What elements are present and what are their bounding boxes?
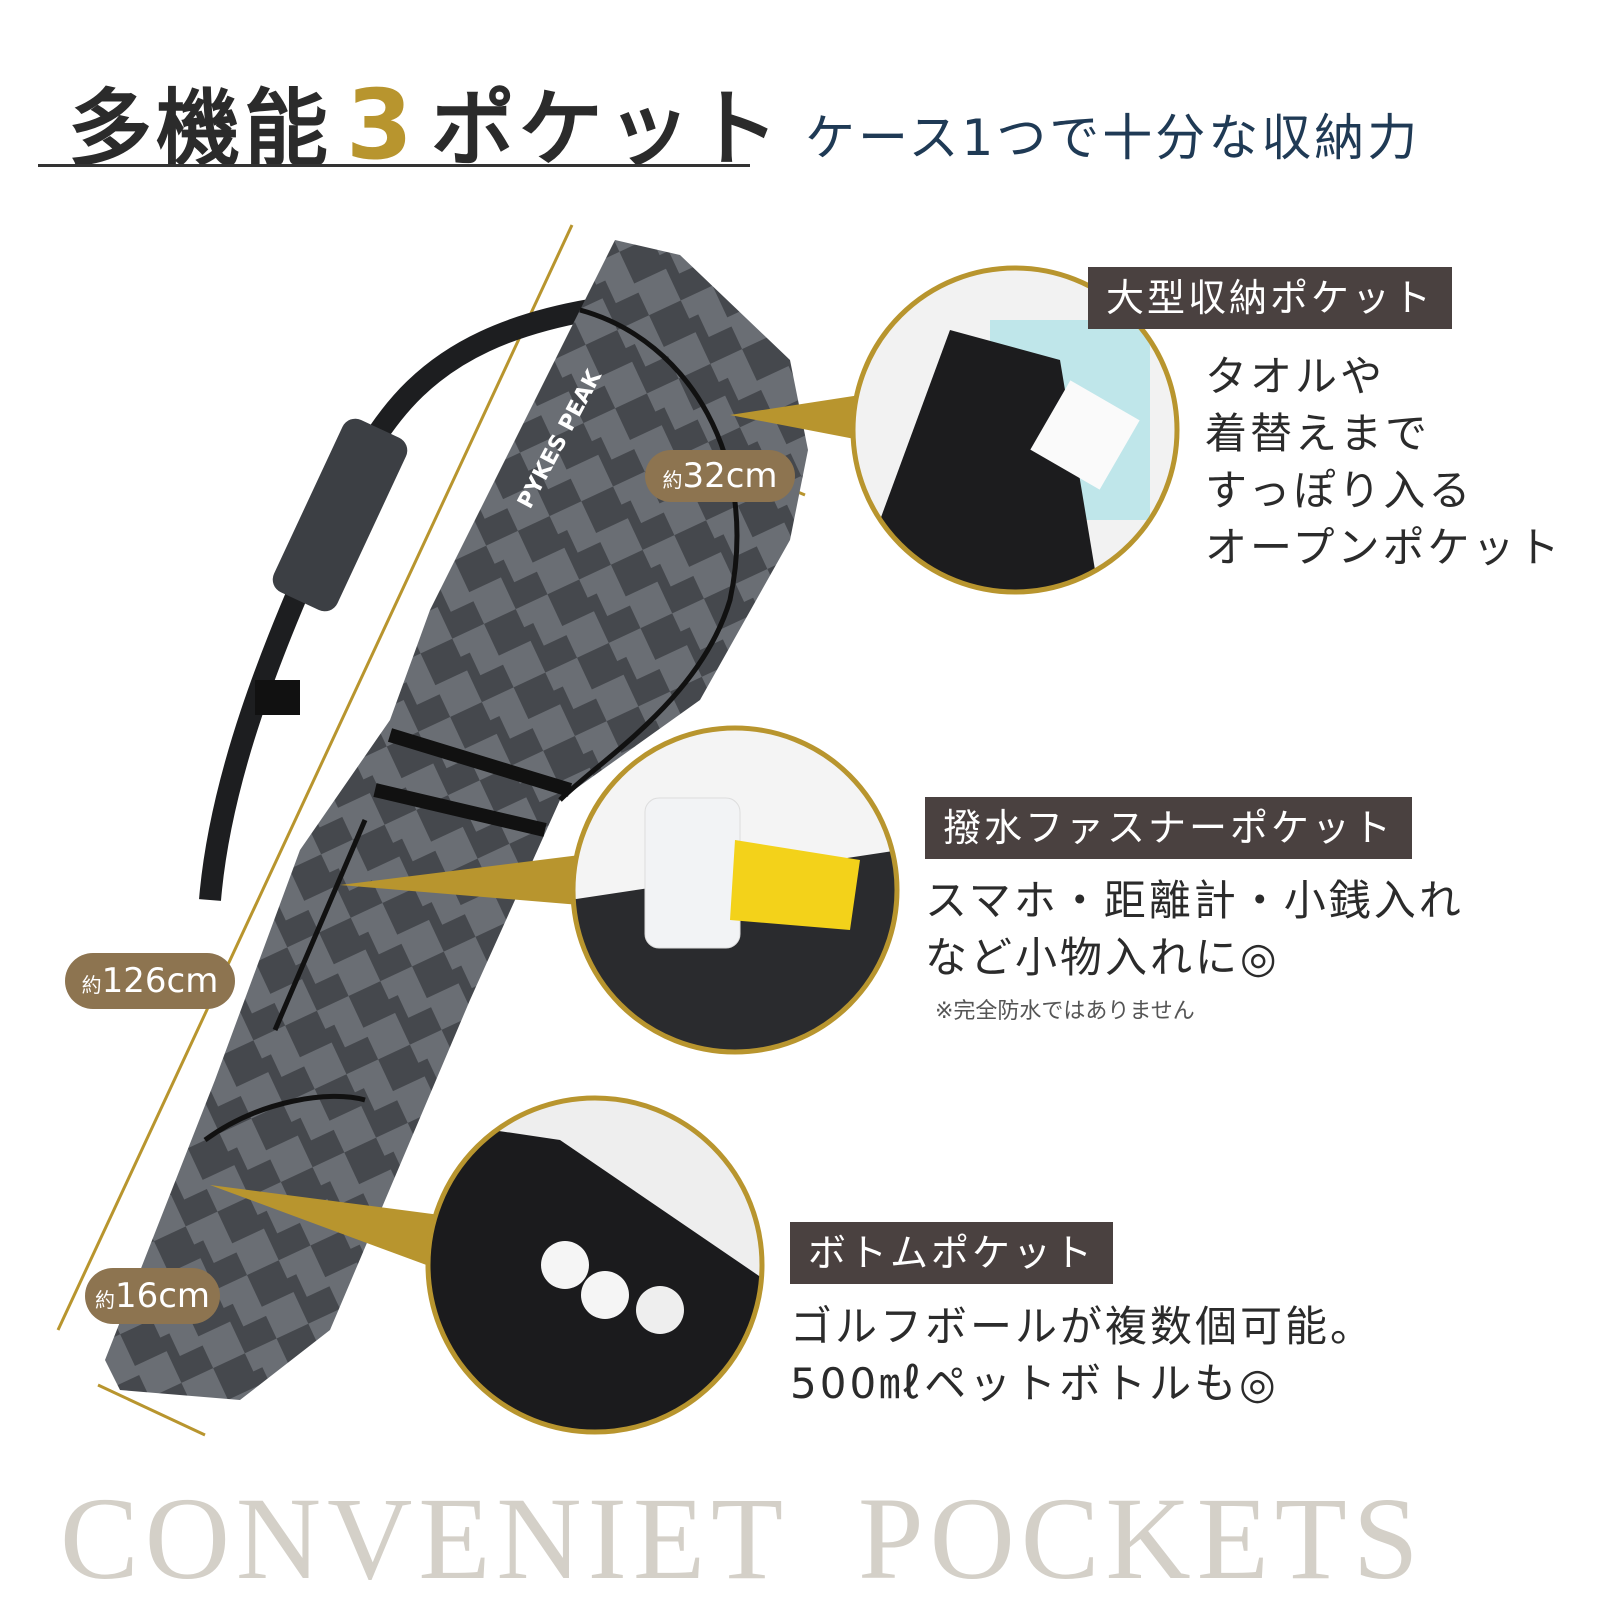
badge-bottom-width: 約16cm	[85, 1268, 220, 1324]
badge-length: 約126cm	[65, 953, 235, 1009]
pocket-desc-bottom: ゴルフボールが複数個可能。500㎖ペットボトルも◎	[790, 1302, 1376, 1408]
bottom-width-line	[97, 1383, 206, 1437]
title-text: 多機能	[68, 80, 333, 178]
waterproof-note: ※完全防水ではありません	[935, 999, 1195, 1024]
badge-top-width: 約32cm	[645, 450, 795, 502]
footer-watermark: CONVENIET POCKETS	[60, 1473, 1425, 1604]
pocket-circle-top	[850, 265, 1180, 595]
bag-body	[105, 240, 808, 1400]
pocket-photo-middle	[573, 728, 897, 1052]
bottom-pocket-zipper	[203, 1093, 366, 1143]
top-pocket-zipper	[558, 307, 740, 802]
pocket-label-bottom: ボトムポケット	[790, 1222, 1114, 1284]
side-pocket-zipper	[272, 819, 368, 1031]
title-underline	[38, 164, 750, 167]
pointer-bottom	[210, 1185, 440, 1270]
pocket-circle-bottom	[425, 1095, 765, 1435]
length-line	[56, 224, 574, 1331]
pocket-desc-zipper: スマホ・距離計・小銭入れなど小物入れに◎	[925, 876, 1464, 982]
bag-band	[373, 728, 573, 837]
subtitle: ケース1つで十分な収納力	[805, 109, 1421, 167]
title-number: 3	[346, 69, 417, 181]
shoulder-pad	[272, 418, 408, 612]
pocket-label-large: 大型収納ポケット	[1088, 267, 1453, 329]
pocket-photo-bottom	[428, 1098, 762, 1432]
pointer-top	[730, 395, 860, 440]
title-text-suffix: ポケット	[430, 80, 783, 178]
pocket-photo-top	[853, 268, 1177, 592]
strap-buckle	[255, 680, 300, 715]
pocket-circle-middle	[570, 725, 900, 1055]
pocket-desc-large: タオルや着替えまですっぽり入るオープンポケット	[1205, 352, 1563, 572]
pocket-label-zipper: 撥水ファスナーポケット	[925, 797, 1413, 859]
pointer-middle	[340, 855, 580, 905]
